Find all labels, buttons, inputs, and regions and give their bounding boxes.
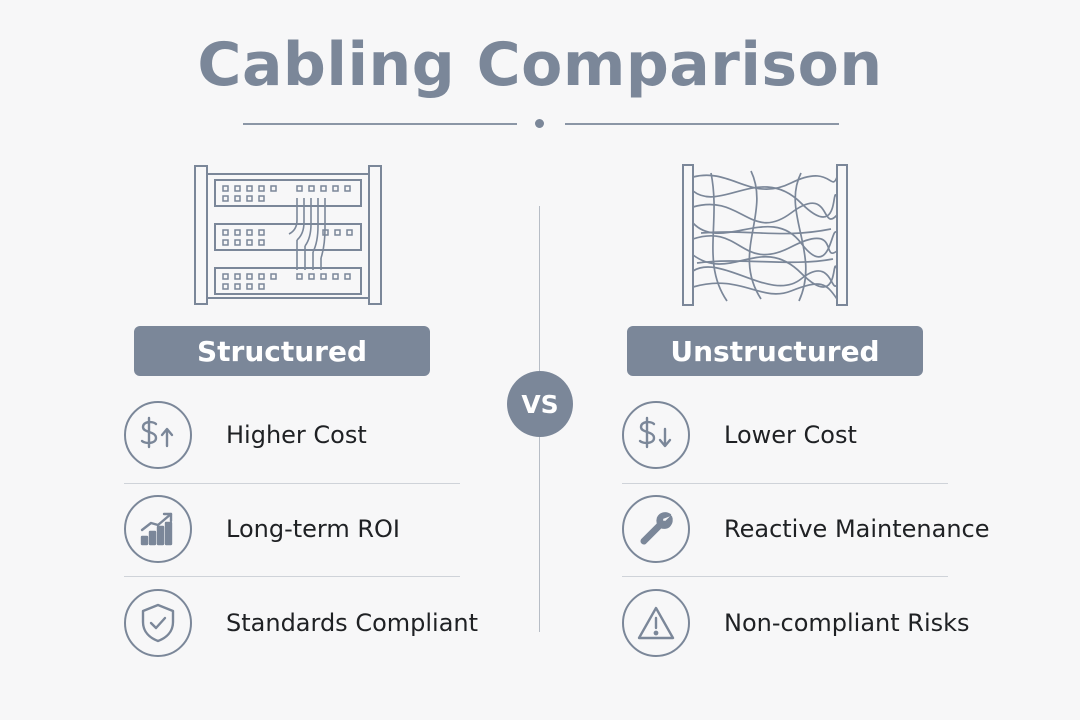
list-item-text: Higher Cost	[226, 421, 367, 449]
list-item-higher-cost: Higher Cost	[124, 398, 367, 472]
list-item-long-term-roi: Long-term ROI	[124, 492, 400, 566]
separator	[622, 576, 948, 577]
title-rule-left	[243, 123, 517, 125]
page-title: Cabling Comparison	[197, 30, 883, 100]
list-item-reactive-maintenance: Reactive Maintenance	[622, 492, 990, 566]
structured-label: Structured	[134, 326, 430, 376]
list-item-text: Standards Compliant	[226, 609, 479, 637]
list-item-text: Reactive Maintenance	[724, 515, 990, 543]
title-rule-right	[565, 123, 839, 125]
list-item-text: Long-term ROI	[226, 515, 401, 543]
unstructured-label: Unstructured	[627, 326, 923, 376]
wrench-icon	[622, 495, 690, 563]
growth-chart-icon	[124, 495, 192, 563]
list-item-text: Non-compliant Risks	[724, 609, 970, 637]
separator	[622, 483, 948, 484]
list-item-lower-cost: Lower Cost	[622, 398, 857, 472]
dollar-down-icon	[622, 401, 690, 469]
vs-badge: VS	[507, 371, 573, 437]
tangled-cables-icon	[681, 163, 849, 307]
shield-check-icon	[124, 589, 192, 657]
separator	[124, 576, 460, 577]
list-item-text: Lower Cost	[724, 421, 857, 449]
warning-triangle-icon	[622, 589, 690, 657]
separator	[124, 483, 460, 484]
list-item-non-compliant-risks: Non-compliant Risks	[622, 586, 970, 660]
title-dot	[535, 119, 544, 128]
organized-rack-icon	[193, 160, 383, 308]
dollar-up-icon	[124, 401, 192, 469]
list-item-standards-compliant: Standards Compliant	[124, 586, 478, 660]
